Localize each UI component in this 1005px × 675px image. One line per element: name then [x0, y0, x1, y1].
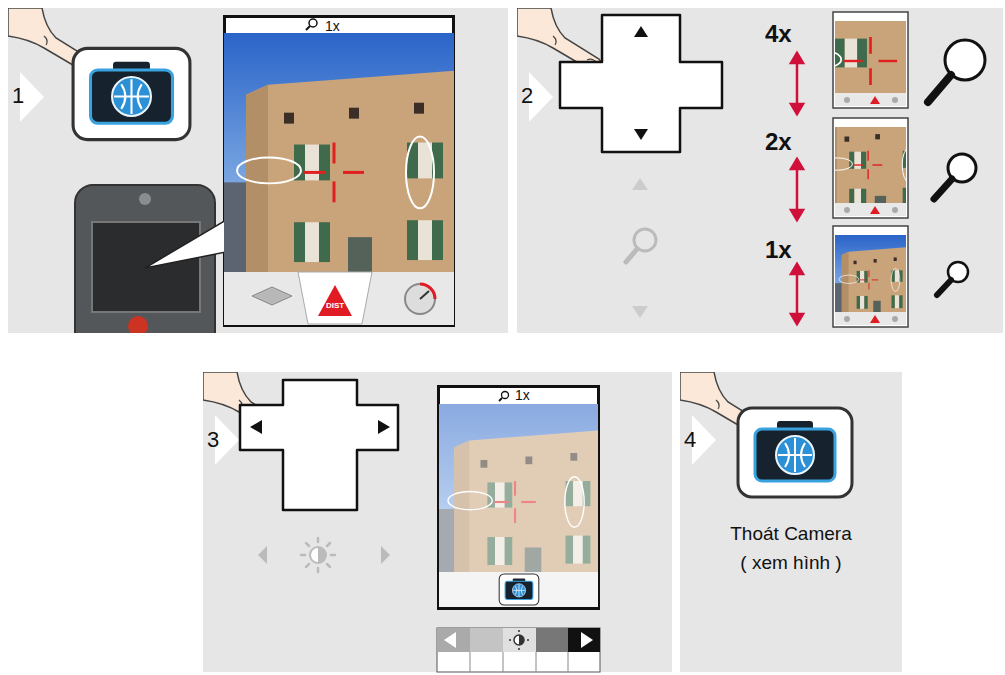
step-caption: Thoát Camera ( xem hình )	[727, 520, 855, 577]
zoom-level: 1x	[325, 19, 340, 34]
step-number: 3	[207, 428, 219, 452]
step-panel: 2	[517, 8, 1003, 333]
zoom-level: 1x	[515, 388, 530, 403]
zoom-level: 4x	[765, 21, 792, 47]
step-number: 2	[521, 84, 533, 108]
step-number: 1	[12, 84, 24, 108]
step-panel: 4Thoát Camera ( xem hình )	[680, 372, 902, 672]
device-screen: 1x	[223, 15, 455, 327]
device-screen: 1x	[437, 385, 600, 610]
zoom-level: 2x	[765, 129, 792, 155]
step-panel: 1 1x	[8, 8, 508, 333]
step-panel: 3 1x	[203, 372, 672, 672]
button-label: DIST	[318, 302, 352, 311]
step-number: 4	[684, 428, 696, 452]
zoom-level: 1x	[765, 237, 792, 263]
